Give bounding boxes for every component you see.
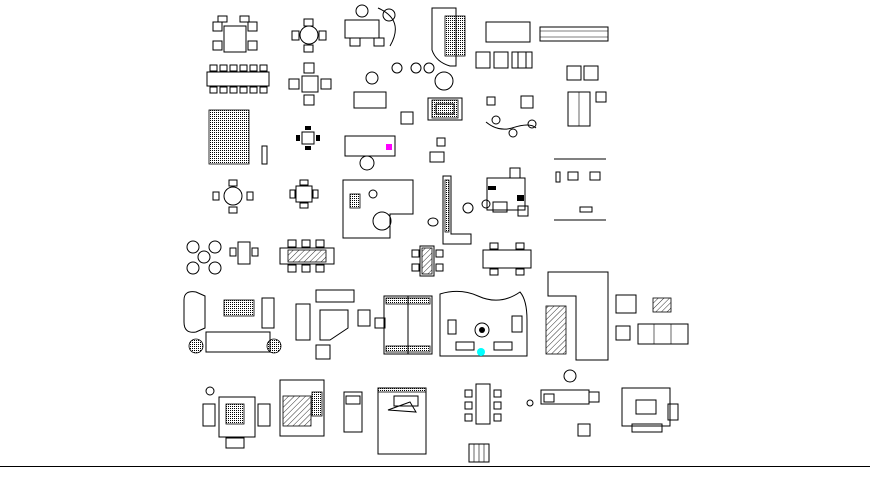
desk-set-bottom — [540, 369, 600, 437]
single-bed — [343, 391, 363, 433]
round-table-4-chairs — [291, 18, 327, 53]
l-shaped-office — [342, 179, 414, 239]
round-table-cross — [288, 62, 332, 106]
lounge-set-4 — [186, 240, 222, 275]
long-counter — [539, 26, 609, 42]
sofa-3-seat — [637, 323, 689, 345]
armchair-rug — [615, 294, 672, 341]
curved-reception-desk — [431, 7, 466, 67]
dining-set-bottom — [202, 386, 271, 449]
office-desk-magenta — [344, 135, 446, 171]
dining-set-6 — [279, 239, 335, 273]
dining-set-12-seat — [206, 64, 270, 94]
barrel-chair — [468, 443, 490, 463]
tall-cabinet — [427, 175, 474, 245]
living-room-left — [183, 291, 282, 354]
small-office-cluster — [481, 167, 529, 217]
dining-set-4-seat — [212, 15, 258, 53]
dining-8-seat-bottom — [464, 383, 502, 425]
dining-set-8 — [411, 245, 444, 277]
storage-units — [475, 21, 533, 69]
bed-king-rug — [279, 379, 325, 437]
executive-desk — [485, 95, 537, 138]
wardrobe-elevation — [566, 65, 607, 127]
text-legend — [208, 109, 268, 165]
sofa-set-center — [295, 289, 386, 360]
double-bed — [377, 387, 427, 455]
square-table-4 — [296, 126, 320, 150]
suite-plan-cyan — [439, 290, 528, 357]
armchair-set — [353, 62, 435, 125]
bed-square-rug — [621, 387, 679, 433]
sheet-border-line — [0, 466, 870, 467]
conference-table-6 — [482, 242, 532, 276]
round-side-table — [526, 399, 534, 407]
round-table-side — [212, 179, 254, 214]
wall-elevation — [554, 158, 606, 221]
small-table-2 — [229, 241, 259, 265]
bedroom-twin — [383, 295, 433, 355]
round-chair — [427, 71, 463, 121]
sectional-sofa — [545, 271, 609, 361]
desk-with-chair — [344, 4, 396, 47]
square-table-side — [289, 179, 319, 209]
